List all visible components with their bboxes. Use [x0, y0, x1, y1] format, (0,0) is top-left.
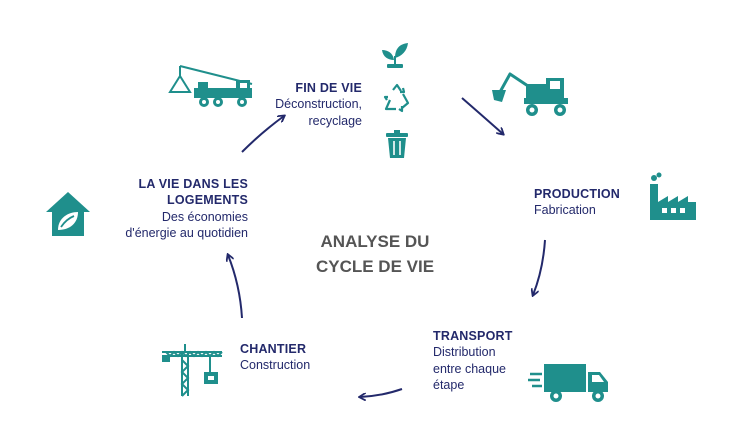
center-title-line2: CYCLE DE VIE — [315, 256, 435, 276]
stage-logements-desc1: Des économies — [161, 209, 248, 224]
stage-logements-desc2: d'énergie au quotidien — [125, 225, 248, 240]
crane-truck-icon — [168, 65, 253, 107]
stage-chantier-title: CHANTIER — [240, 342, 307, 356]
stage-transport-desc3: étape — [433, 377, 465, 392]
stage-transport-title: TRANSPORT — [433, 329, 513, 343]
stage-fin-de-vie-title: FIN DE VIE — [295, 81, 362, 95]
stage-production-desc1: Fabrication — [534, 203, 596, 218]
arrow-to-fin-de-vie — [241, 116, 284, 153]
stage-logements-title2: LOGEMENTS — [167, 193, 248, 208]
stage-fin-de-vie-desc1: Déconstruction, — [275, 97, 362, 112]
stage-logements-title1: LA VIE DANS LES — [138, 177, 248, 191]
stage-logements: LA VIE DANS LES LOGEMENTS Des économies … — [94, 176, 248, 241]
arrow-to-chantier — [360, 388, 403, 397]
center-title: ANALYSE DU CYCLE DE VIE — [290, 230, 460, 279]
trash-bin-icon — [386, 130, 408, 158]
sprout-icon — [382, 43, 408, 68]
delivery-truck-icon — [528, 364, 608, 402]
tower-crane-icon — [162, 344, 223, 397]
excavator-icon — [492, 72, 568, 116]
recycle-icon — [383, 83, 410, 113]
stage-transport-desc2: entre chaque — [433, 361, 506, 376]
eco-house-icon — [46, 192, 90, 236]
stage-transport-desc1: Distribution — [433, 345, 496, 360]
stage-production-title: PRODUCTION — [534, 187, 621, 201]
arrow-to-production — [461, 97, 503, 134]
stage-chantier-desc1: Construction — [240, 358, 311, 373]
arrow-to-logements — [228, 255, 243, 319]
stage-production: PRODUCTION Fabrication — [534, 186, 644, 219]
stage-fin-de-vie-desc2: recyclage — [308, 113, 363, 128]
stage-chantier: CHANTIER Construction — [240, 341, 350, 374]
arrow-to-transport — [533, 239, 546, 295]
stage-transport: TRANSPORT Distribution entre chaque étap… — [433, 328, 543, 393]
factory-icon — [650, 172, 696, 220]
stage-fin-de-vie: FIN DE VIE Déconstruction, recyclage — [250, 80, 362, 129]
center-title-line1: ANALYSE DU — [320, 232, 430, 251]
